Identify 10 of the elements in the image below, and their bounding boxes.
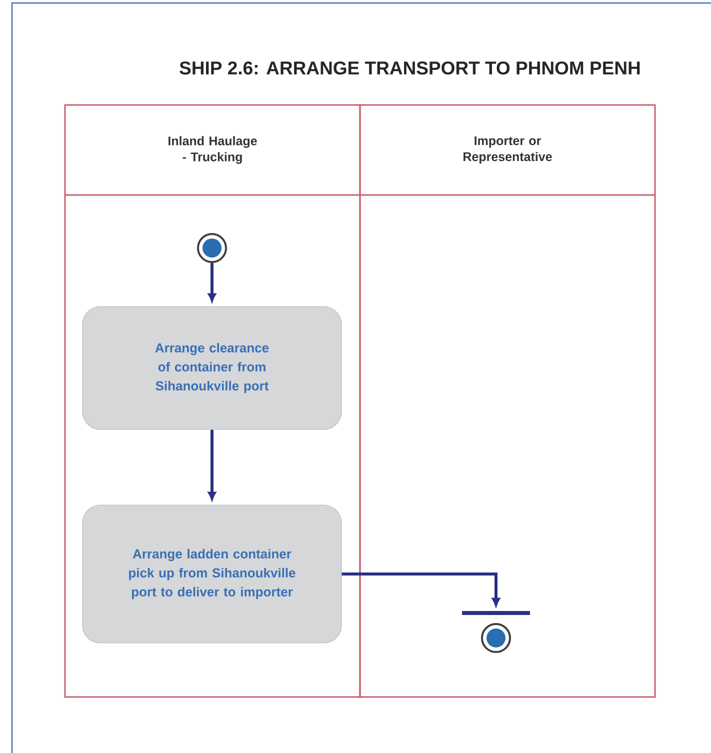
action-box: Arrange ladden container pick up from Sihanoukville port to deliver to importer bbox=[82, 504, 342, 644]
end-node bbox=[481, 623, 511, 653]
arrow bbox=[208, 430, 216, 500]
start-node bbox=[197, 233, 227, 263]
sync-bar bbox=[462, 611, 530, 615]
arrow bbox=[208, 263, 216, 302]
arrow bbox=[342, 572, 500, 606]
action-box: Arrange clearance of container from Sihanoukville port bbox=[82, 306, 342, 430]
swimlane: Importer or Representative bbox=[359, 104, 656, 698]
title: SHIP 2.6: ARRANGE TRANSPORT TO PHNOM PENH bbox=[180, 61, 640, 75]
